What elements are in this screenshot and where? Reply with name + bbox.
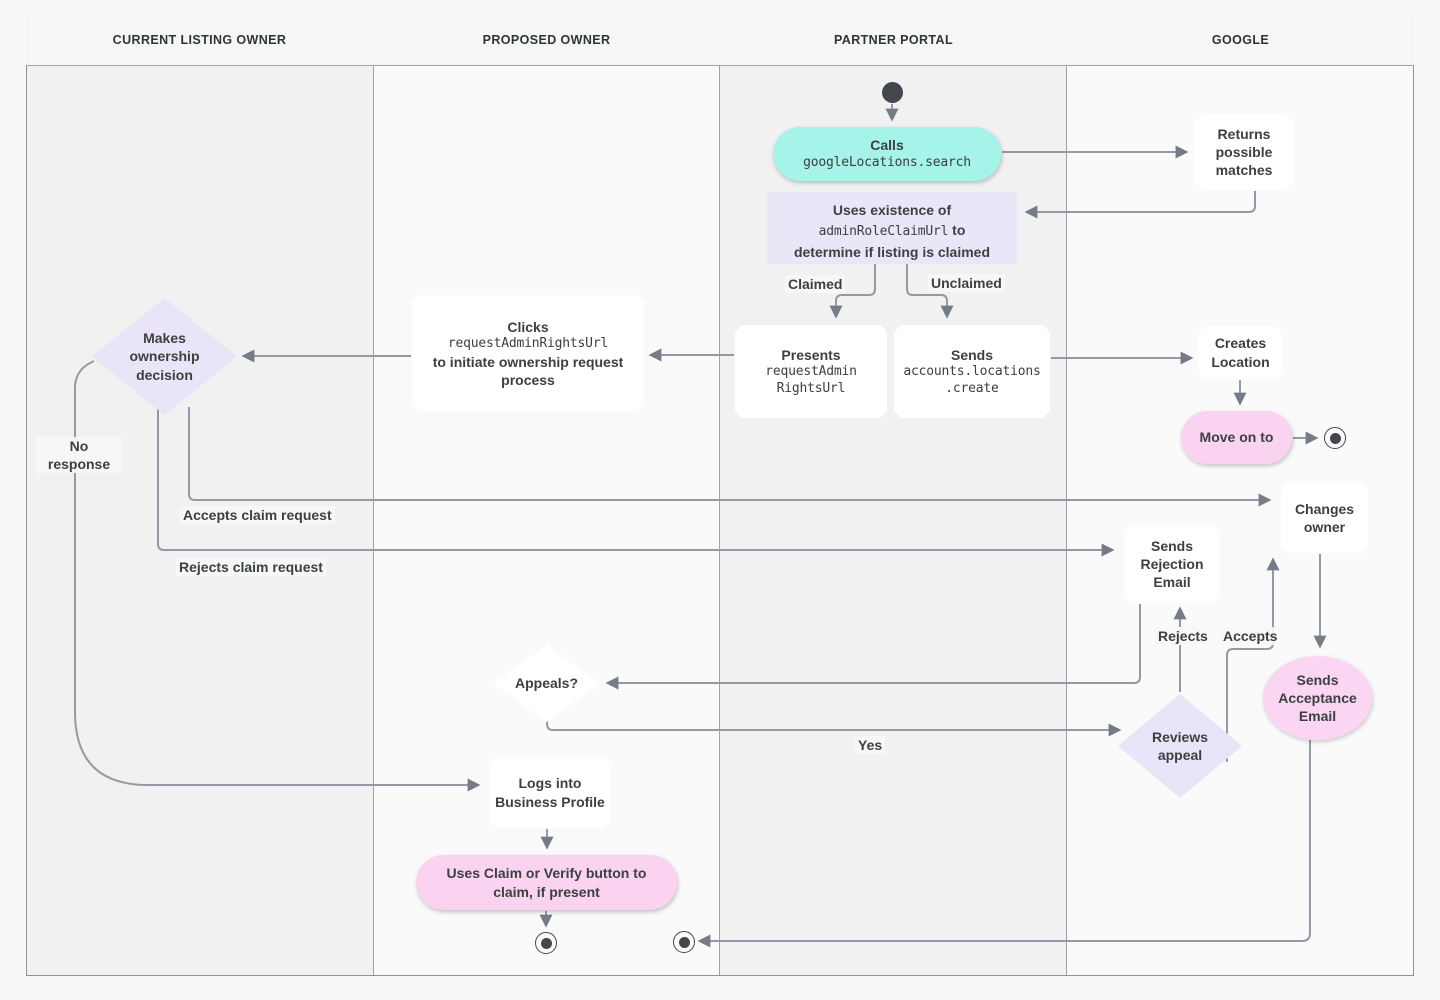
edge-label-accepts-claim-request: Accepts claim request xyxy=(180,506,335,525)
lane-header-row: CURRENT LISTING OWNER PROPOSED OWNER PAR… xyxy=(26,14,1414,66)
node-calls-googlelocations-search: Calls googleLocations.search xyxy=(773,127,1001,181)
end-node-move-on xyxy=(1324,427,1346,449)
lane-current-listing-owner xyxy=(26,14,373,976)
node-presents-requestadminrightsurl: Presents requestAdmin RightsUrl xyxy=(735,325,887,418)
node-sends-rejection-email: Sends Rejection Email xyxy=(1124,525,1220,603)
lane-header-current-listing-owner: CURRENT LISTING OWNER xyxy=(112,32,287,47)
node-sends-acceptance-email: Sends Acceptance Email xyxy=(1263,656,1372,740)
lane-divider xyxy=(1066,14,1067,976)
edge-returns-to-uses xyxy=(1024,191,1256,219)
node-uses-existence-adminroleclaimurl: Uses existence of adminRoleClaimUrl to d… xyxy=(767,192,1017,264)
lane-header-google: GOOGLE xyxy=(1211,32,1270,47)
edge-label-claimed: Claimed xyxy=(785,275,846,294)
edge-accepts-claim-to-changes-owner xyxy=(188,407,1272,507)
lane-divider xyxy=(373,14,374,976)
start-node xyxy=(882,82,903,103)
edge-label-rejects-claim-request: Rejects claim request xyxy=(176,558,326,577)
node-returns-possible-matches: Returns possible matches xyxy=(1195,114,1293,190)
edge-no-response-to-logsin xyxy=(74,360,481,792)
lane-header-proposed-owner: PROPOSED OWNER xyxy=(482,32,611,47)
edge-acceptance-email-to-end xyxy=(697,740,1311,948)
edge-label-unclaimed: Unclaimed xyxy=(928,274,1005,293)
edge-rejects-claim-to-rejection-email xyxy=(157,409,1115,557)
lane-header-partner-portal: PARTNER PORTAL xyxy=(833,32,954,47)
edge-label-yes: Yes xyxy=(855,736,886,755)
edge-rejection-email-to-appeals xyxy=(605,604,1141,690)
node-sends-accounts-locations-create: Sends accounts.locations .create xyxy=(894,325,1050,418)
edge-appeals-yes-to-reviews xyxy=(546,720,1122,737)
end-node-claim xyxy=(535,932,557,954)
edge-label-accepts: Accepts xyxy=(1220,627,1281,646)
node-uses-claim-or-verify-button: Uses Claim or Verify button to claim, if… xyxy=(416,855,677,910)
lane-divider xyxy=(719,14,720,976)
node-changes-owner: Changes owner xyxy=(1281,483,1368,553)
node-clicks-requestadminrightsurl: Clicks requestAdminRightsUrl to initiate… xyxy=(412,295,644,412)
edge-label-no-response: No response xyxy=(36,437,122,474)
edge-uses-claimed-to-presents xyxy=(829,264,876,319)
node-creates-location: Creates Location xyxy=(1199,326,1282,379)
node-logs-into-business-profile: Logs into Business Profile xyxy=(490,757,610,828)
end-node-acceptance xyxy=(673,931,695,953)
edge-reviews-accepts-to-changes-owner xyxy=(1226,557,1280,762)
edge-label-rejects: Rejects xyxy=(1155,627,1211,646)
node-move-on-to: Move on to xyxy=(1181,411,1292,464)
edge-uses-unclaimed-to-sends xyxy=(906,264,954,319)
